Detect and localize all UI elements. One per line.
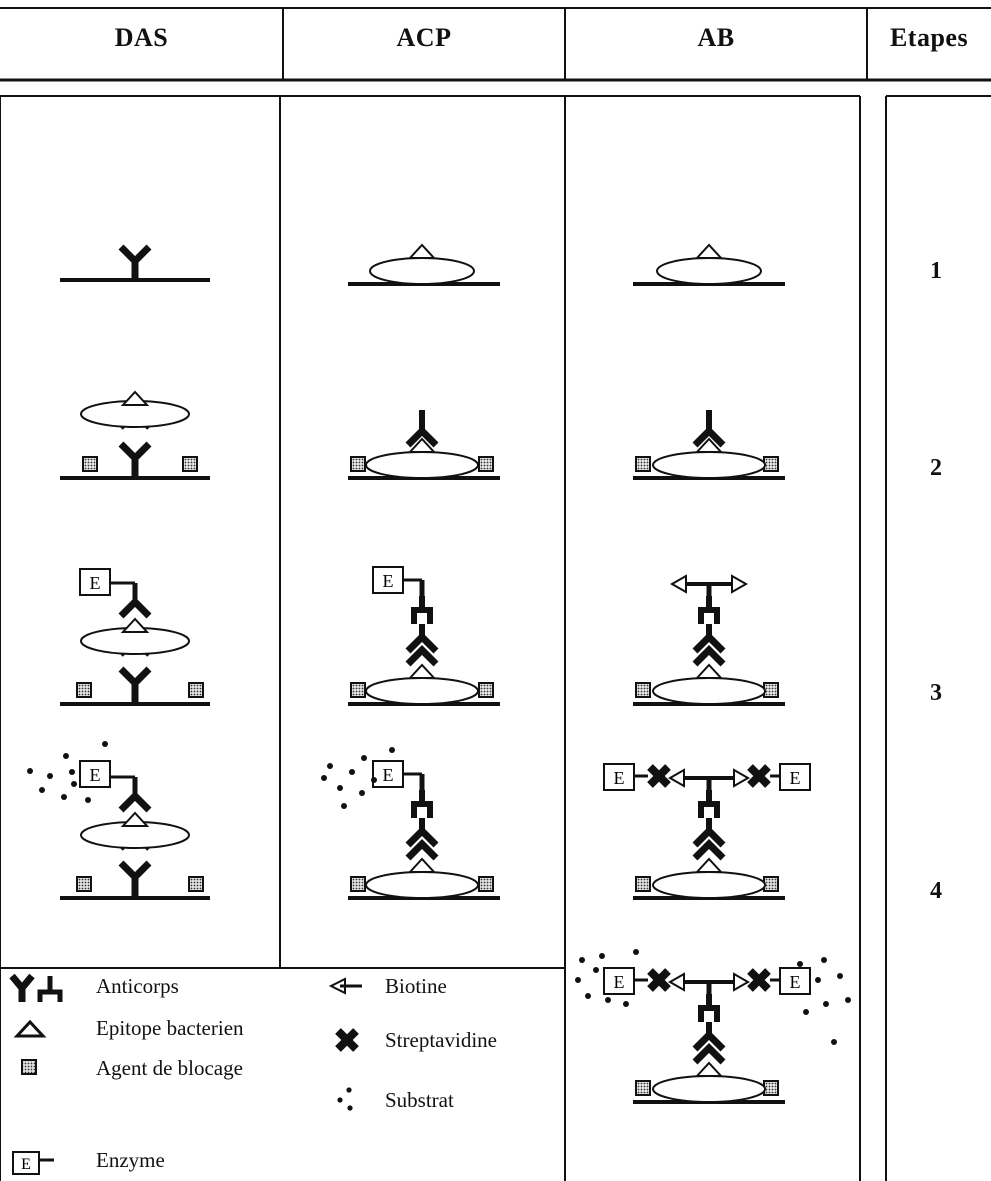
ab-step-1 xyxy=(633,245,785,284)
das-step-1 xyxy=(60,247,210,281)
svg-text:E: E xyxy=(790,972,801,992)
enzyme-icon: E xyxy=(13,1152,54,1174)
ab-step-3 xyxy=(633,576,785,704)
acp-step-3: E xyxy=(348,567,500,704)
epitope-icon xyxy=(17,1022,43,1036)
anticorps-icon xyxy=(12,976,60,1002)
legend-label-enzyme: Enzyme xyxy=(96,1148,165,1173)
legend-label-biotine: Biotine xyxy=(385,974,447,999)
step-number-3: 3 xyxy=(916,680,956,707)
step-number-1: 1 xyxy=(916,258,956,285)
das-step-4: E xyxy=(27,741,210,898)
column-header-das: DAS xyxy=(0,18,283,58)
svg-text:E: E xyxy=(614,768,625,788)
column-header-ab: AB xyxy=(565,18,867,58)
biotine-icon xyxy=(672,576,686,592)
svg-text:E: E xyxy=(90,765,101,785)
streptavidine-icon xyxy=(338,1031,356,1049)
substrate-icon xyxy=(337,1087,352,1110)
column-header-acp: ACP xyxy=(283,18,565,58)
column-header-etapes: Etapes xyxy=(867,18,991,58)
svg-text:E: E xyxy=(383,765,394,785)
ab-step-4: E E xyxy=(604,764,810,898)
table-frame xyxy=(0,8,991,1181)
das-step-3: E xyxy=(60,569,210,704)
step-number-2: 2 xyxy=(916,455,956,482)
ab-substrate-dots xyxy=(575,949,851,1045)
biotine-icon xyxy=(331,979,362,993)
acp-step-2 xyxy=(348,410,500,478)
legend-label-epitope: Epitope bacterien xyxy=(96,1016,244,1041)
legend-label-streptavidine: Streptavidine xyxy=(385,1028,497,1053)
blocking-agent-icon xyxy=(22,1060,36,1074)
acp-step-1 xyxy=(348,245,500,284)
ab-step-5: E E xyxy=(575,949,851,1102)
svg-text:E: E xyxy=(90,573,101,593)
legend-label-substrat: Substrat xyxy=(385,1088,454,1113)
legend-label-anticorps: Anticorps xyxy=(96,974,179,999)
svg-text:E: E xyxy=(614,972,625,992)
svg-text:E: E xyxy=(383,571,394,591)
ab-step-2 xyxy=(633,410,785,478)
legend-label-blocage: Agent de blocage xyxy=(96,1056,243,1081)
biotine-icon xyxy=(732,576,746,592)
acp-step-4: E xyxy=(321,747,500,898)
step-number-4: 4 xyxy=(916,878,956,905)
das-step-2 xyxy=(60,392,210,478)
svg-text:E: E xyxy=(21,1156,31,1173)
svg-text:E: E xyxy=(790,768,801,788)
